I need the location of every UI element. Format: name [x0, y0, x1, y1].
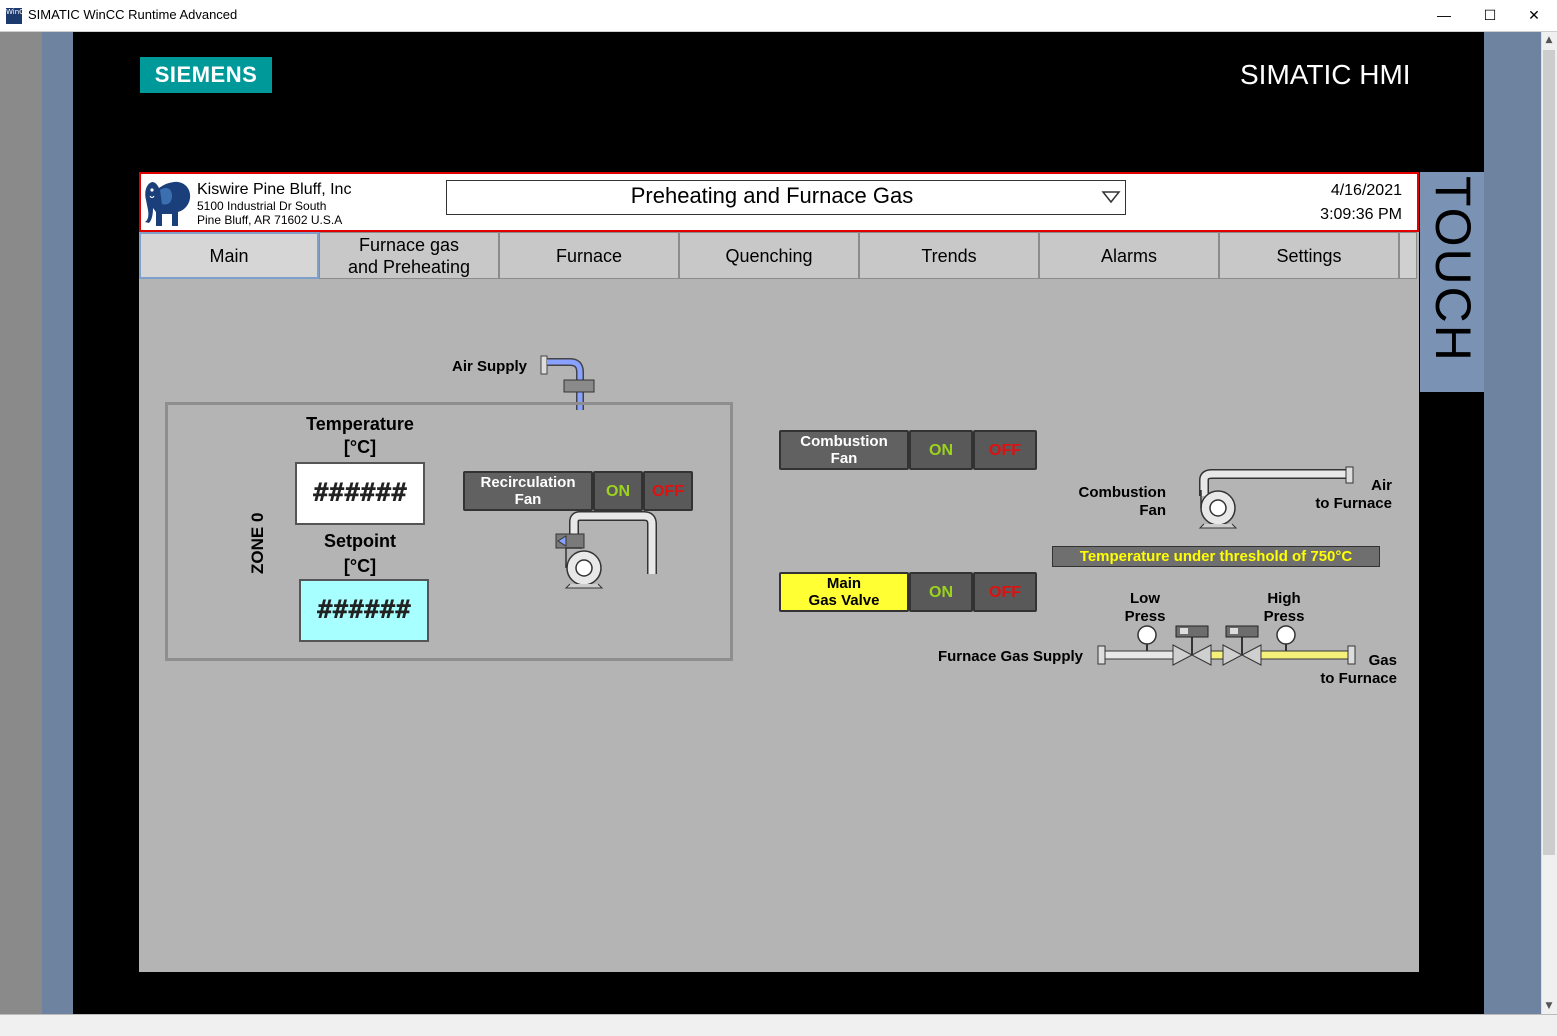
date-display: 4/16/2021: [1330, 182, 1402, 199]
time-display: 3:09:36 PM: [1320, 206, 1402, 223]
tab-settings[interactable]: Settings: [1219, 232, 1399, 279]
scroll-up-icon[interactable]: ▲: [1545, 35, 1553, 45]
product-name: SIMATIC HMI: [1240, 59, 1411, 90]
combustion-fan-on-button[interactable]: ON: [909, 430, 973, 470]
scrollbar-thumb[interactable]: [1543, 50, 1555, 855]
recirculation-fan-button[interactable]: Recirculation Fan: [463, 471, 593, 511]
tab-quenching[interactable]: Quenching: [679, 232, 859, 279]
zone-0-panel: [165, 402, 733, 661]
low-press-label: Low Press: [1124, 590, 1166, 625]
combustion-fan-button[interactable]: Combustion Fan: [779, 430, 909, 470]
company-name: Kiswire Pine Bluff, Inc: [197, 181, 352, 198]
high-press-label: High Press: [1263, 590, 1305, 625]
air-supply-label: Air Supply: [451, 358, 527, 375]
company-address-line2: Pine Bluff, AR 71602 U.S.A: [197, 213, 343, 227]
setpoint-input[interactable]: ######: [299, 579, 429, 642]
temperature-unit: [°C]: [343, 437, 377, 457]
main-gas-valve-on-button[interactable]: ON: [909, 572, 973, 612]
chevron-down-icon[interactable]: [1101, 191, 1121, 204]
gas-line-icon: [1097, 625, 1356, 666]
touch-label: TOUCH: [1420, 172, 1484, 392]
recirculation-fan-off-button[interactable]: OFF: [643, 471, 693, 511]
zone-label: ZONE 0: [248, 512, 267, 574]
right-panel-frame: [1484, 32, 1541, 1014]
horizontal-scrollbar[interactable]: [0, 1014, 1557, 1036]
air-to-furnace-label: Air to Furnace: [1315, 477, 1392, 512]
tab-furnace-gas-preheating[interactable]: Furnace gas and Preheating: [319, 232, 499, 279]
window-titlebar: [0, 0, 1557, 32]
left-panel-frame-edge: [0, 32, 42, 1014]
gas-to-furnace-label: Gas to Furnace: [1320, 652, 1397, 687]
company-address-line1: 5100 Industrial Dr South: [197, 199, 327, 213]
combustion-fan-off-button[interactable]: OFF: [973, 430, 1037, 470]
tab-trends[interactable]: Trends: [859, 232, 1039, 279]
temperature-threshold-message: Temperature under threshold of 750°C: [1052, 546, 1380, 567]
window-title: SIMATIC WinCC Runtime Advanced: [28, 7, 238, 22]
combustion-fan-label: Combustion Fan: [1078, 484, 1167, 519]
siemens-logo: SIEMENS: [140, 57, 272, 93]
wincc-app-icon: WinCC: [6, 8, 29, 24]
tab-alarms[interactable]: Alarms: [1039, 232, 1219, 279]
screen-selector-value: Preheating and Furnace Gas: [630, 183, 914, 208]
setpoint-label: Setpoint: [324, 531, 396, 551]
temperature-display: ######: [295, 462, 425, 525]
recirculation-fan-on-button[interactable]: ON: [593, 471, 643, 511]
temperature-label: Temperature: [306, 414, 414, 434]
scroll-down-icon[interactable]: ▼: [1545, 1001, 1553, 1011]
recirculation-fan-icon: [555, 511, 657, 589]
air-supply-pipe-icon: [540, 355, 595, 410]
main-gas-valve-off-button[interactable]: OFF: [973, 572, 1037, 612]
minimize-icon[interactable]: —: [1437, 7, 1451, 23]
maximize-icon[interactable]: ☐: [1483, 7, 1497, 23]
tab-bar-end: [1399, 232, 1417, 279]
elephant-logo-icon: [145, 181, 191, 226]
touch-label-strip: [1420, 172, 1484, 392]
tab-furnace[interactable]: Furnace: [499, 232, 679, 279]
close-icon[interactable]: ✕: [1528, 7, 1540, 23]
screen-selector-dropdown[interactable]: [446, 180, 1126, 215]
tab-main[interactable]: Main: [139, 232, 319, 279]
main-gas-valve-button[interactable]: Main Gas Valve: [779, 572, 909, 612]
touch-label-text: TOUCH: [1425, 176, 1481, 363]
setpoint-unit: [°C]: [343, 556, 377, 576]
furnace-gas-supply-label: Furnace Gas Supply: [937, 648, 1083, 665]
combustion-fan-icon: [1198, 466, 1354, 529]
